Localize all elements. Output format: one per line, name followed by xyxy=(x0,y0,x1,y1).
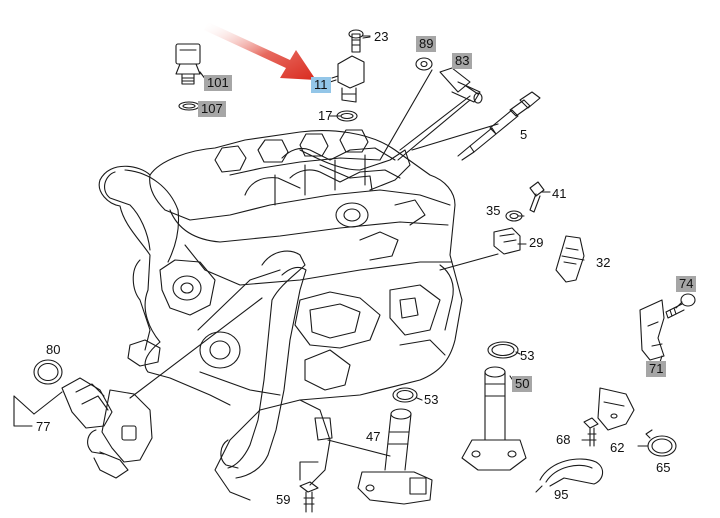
part-59-bolt xyxy=(300,482,318,512)
label-68: 68 xyxy=(556,432,571,447)
label-80: 80 xyxy=(46,342,61,357)
label-35: 35 xyxy=(486,203,501,218)
label-47: 47 xyxy=(366,429,381,444)
label-59: 59 xyxy=(276,492,291,507)
label-74: 74 xyxy=(676,276,697,292)
part-29-crank-sensor xyxy=(494,228,520,254)
part-71-bracket xyxy=(640,300,664,360)
part-53-o-ring-lower xyxy=(393,388,417,402)
label-95: 95 xyxy=(554,487,569,502)
part-5-glow-plug xyxy=(458,92,540,160)
part-101-pressure-sensor xyxy=(176,44,206,84)
label-107: 107 xyxy=(198,101,226,117)
label-23: 23 xyxy=(374,29,389,44)
label-29: 29 xyxy=(529,235,544,250)
label-5: 5 xyxy=(520,127,528,142)
part-23-bolt xyxy=(349,30,370,52)
part-74-bolt xyxy=(666,294,695,318)
part-50-sleeve xyxy=(462,367,526,470)
part-68-bolt xyxy=(584,418,598,446)
part-77-sensor xyxy=(62,378,152,478)
part-89-washer xyxy=(416,58,432,70)
label-71: 71 xyxy=(646,361,667,377)
label-11: 11 xyxy=(311,77,331,93)
label-62: 62 xyxy=(610,440,625,455)
label-89: 89 xyxy=(416,36,437,52)
part-95-cable-tie xyxy=(536,459,603,492)
part-47-sleeve xyxy=(358,409,432,504)
part-32-bracket xyxy=(556,236,584,282)
part-65-clamp xyxy=(646,430,676,456)
engine-block xyxy=(99,130,462,500)
label-65: 65 xyxy=(656,460,671,475)
label-53-upper: 53 xyxy=(520,348,535,363)
part-11-camshaft-sensor xyxy=(332,56,364,102)
label-53-lower: 53 xyxy=(424,392,439,407)
label-41: 41 xyxy=(552,186,567,201)
red-pointer-arrow xyxy=(204,22,316,80)
part-41-bolt xyxy=(530,182,544,212)
part-62-bracket xyxy=(598,388,634,430)
leader-lines xyxy=(14,37,682,480)
part-53-o-ring-upper xyxy=(488,342,518,358)
part-80-o-ring xyxy=(34,360,62,384)
label-101: 101 xyxy=(204,75,232,91)
label-83: 83 xyxy=(452,53,473,69)
label-32: 32 xyxy=(596,255,611,270)
part-83-temp-sensor xyxy=(440,68,482,103)
label-50: 50 xyxy=(512,376,533,392)
label-77: 77 xyxy=(36,419,51,434)
label-17: 17 xyxy=(318,108,333,123)
